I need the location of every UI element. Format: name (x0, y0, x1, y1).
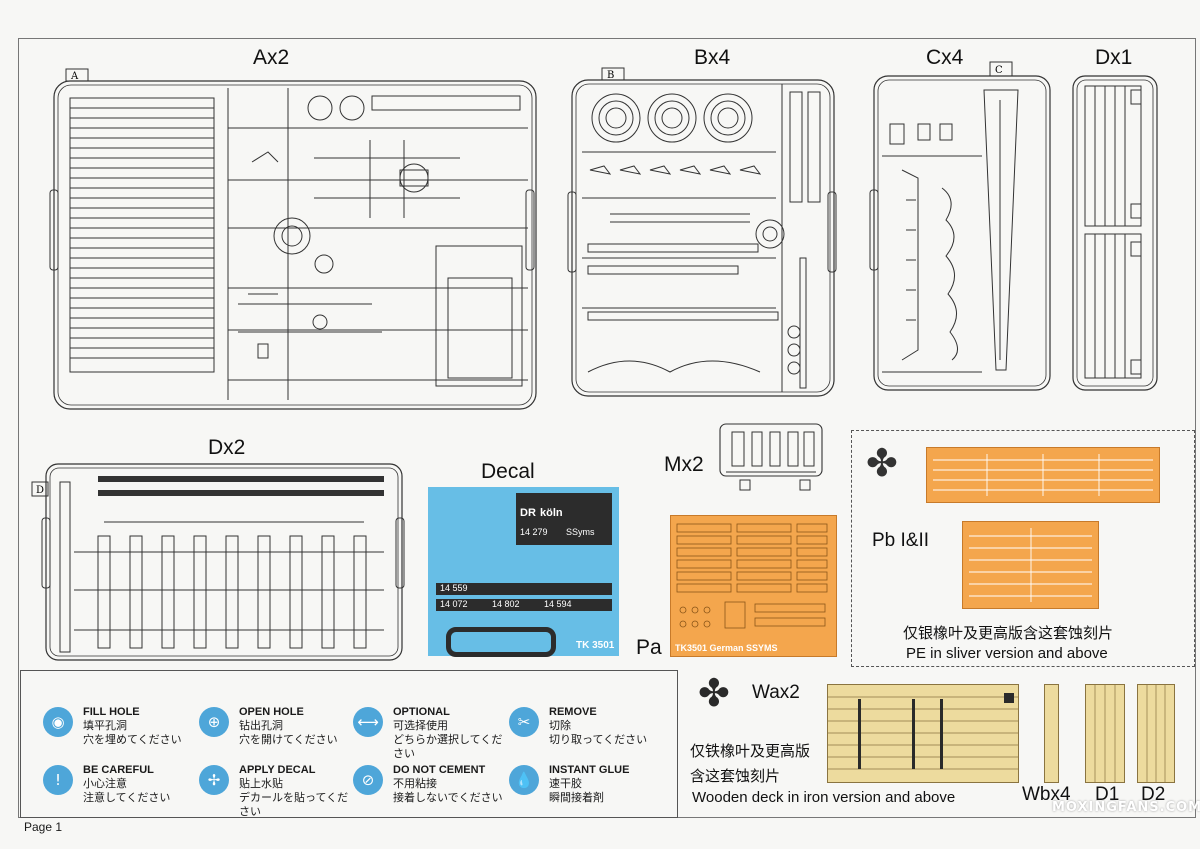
wood-wa-label: Wax2 (752, 682, 800, 703)
apply-decal-icon: ✢ (199, 765, 229, 795)
decal-label: Decal (481, 460, 535, 483)
decal-number-strip-1: 14 559 (436, 583, 612, 595)
pe-pa-pattern (676, 523, 828, 629)
decal-code-ssyms: SSyms (566, 527, 595, 537)
wood-d1-label: D1 (1095, 784, 1120, 805)
pe-pa-footer: TK3501 German SSYMS (675, 643, 778, 653)
pe-pa-label: Pa (636, 636, 662, 659)
iron-oak-leaf-icon: ✤ (698, 671, 730, 715)
wood-d2-planks (1146, 685, 1166, 782)
instant-glue-icon: 💧 (509, 765, 539, 795)
sprue-d1-label: Dx1 (1095, 46, 1133, 69)
optional-icon: ⟷ (353, 707, 383, 737)
symbol-legend: ◉ FILL HOLE 填平孔洞 穴を埋めてください ⊕ OPEN HOLE 钻… (20, 670, 678, 818)
open-hole-icon: ⊕ (199, 707, 229, 737)
wood-note-cn-1: 仅铁橡叶及更高版 (690, 743, 811, 760)
fill-hole-icon: ◉ (43, 707, 73, 737)
pe-silver-note-en: PE in sliver version and above (906, 645, 1108, 662)
decal-sheet: DR köln 14 279 SSyms 14 559 14 072 14 80… (428, 487, 619, 657)
wood-d1-planks (1094, 685, 1116, 782)
decal-code-number: 14 279 (520, 527, 548, 537)
wood-wa-sheet (827, 684, 1019, 783)
remove-icon: ✂ (509, 707, 539, 737)
do-not-cement-icon: ⊘ (353, 765, 383, 795)
be-careful-icon: ! (43, 765, 73, 795)
pe-pb2-fret (962, 521, 1099, 609)
sprue-c-diagram: C (872, 60, 1052, 392)
decal-number-strip-2: 14 072 14 802 14 594 (436, 599, 612, 611)
decal-stripe (446, 627, 556, 657)
sprue-d2-label: Dx2 (208, 436, 246, 459)
pe-pa-fret: TK3501 German SSYMS (670, 515, 837, 657)
wood-wb-sheet (1044, 684, 1059, 783)
wood-wa-planks (828, 693, 1018, 770)
wood-note-en: Wooden deck in iron version and above (692, 789, 956, 806)
sprue-b-label: Bx4 (694, 46, 731, 69)
pe-pb1-pattern (933, 454, 1153, 496)
wood-note-cn-2: 含这套蚀刻片 (690, 768, 781, 785)
decal-code-dr: DR (520, 507, 536, 519)
sprue-b-diagram: B (570, 68, 836, 398)
wood-d1-sheet (1085, 684, 1125, 783)
wood-d2-sheet (1137, 684, 1175, 783)
sprue-m-label: Mx2 (664, 453, 704, 476)
sprue-c-label: Cx4 (926, 46, 964, 69)
pe-silver-box (851, 430, 1195, 667)
wood-wb-label: Wbx4 (1022, 784, 1071, 805)
sprue-m-diagram (718, 422, 824, 492)
sprue-d2-diagram: D (44, 462, 404, 662)
sprue-a-diagram: A (52, 68, 538, 412)
pe-pb1-fret (926, 447, 1160, 503)
pe-silver-note-cn: 仅银橡叶及更高版含这套蚀刻片 (903, 625, 1114, 642)
svg-text:B: B (607, 70, 614, 81)
pe-pb2-pattern (969, 528, 1092, 602)
pe-pb-label: Pb I&II (872, 530, 930, 551)
svg-text:A: A (70, 71, 79, 82)
decal-maker: TK 3501 (576, 640, 615, 651)
silver-oak-leaf-icon: ✤ (866, 441, 898, 485)
decal-black-block: DR köln 14 279 SSyms (516, 493, 612, 545)
sprue-a-label: Ax2 (253, 46, 290, 69)
svg-text:D: D (36, 485, 44, 496)
decal-code-koln: köln (540, 507, 563, 519)
sprue-d1-diagram (1071, 74, 1159, 392)
page-number: Page 1 (24, 820, 63, 834)
wood-d2-label: D2 (1141, 784, 1166, 805)
watermark: MOXINGFANS.COM (1052, 800, 1200, 815)
svg-text:C: C (995, 65, 1003, 76)
